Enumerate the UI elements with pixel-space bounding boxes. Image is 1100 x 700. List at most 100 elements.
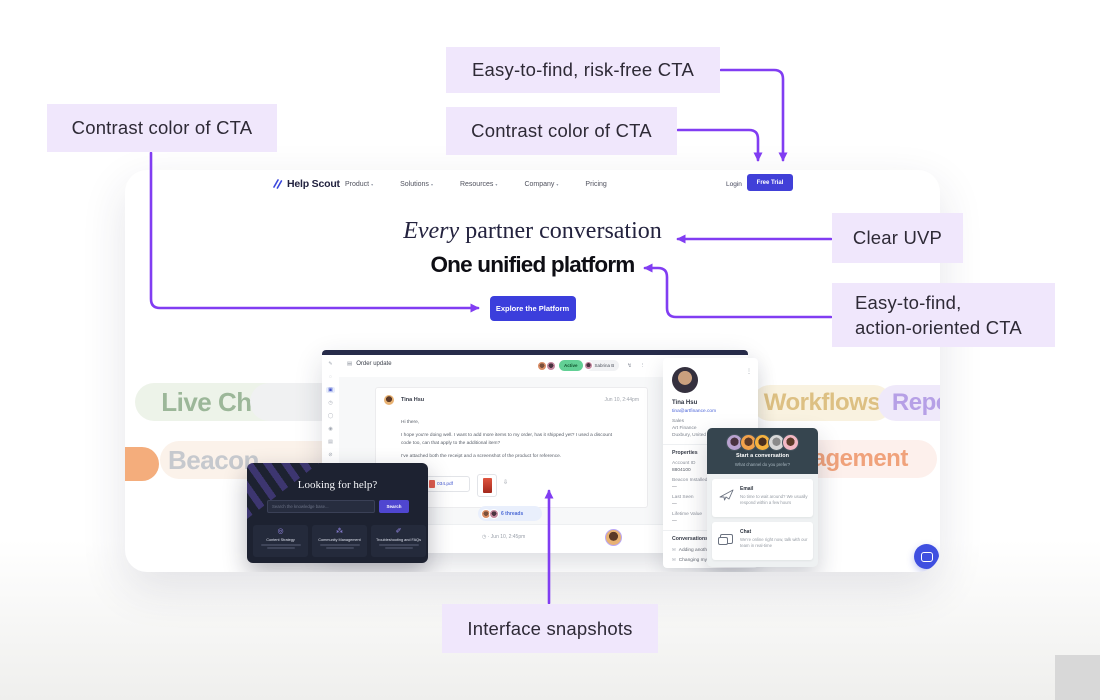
annotation-risk-free-cta: Easy-to-find, risk-free CTA: [446, 47, 720, 93]
conversation-item[interactable]: ✉ Adding another s…: [672, 547, 720, 553]
contacts-icon[interactable]: ◉: [328, 426, 333, 432]
placeholder-text-line: [319, 544, 360, 546]
helpscout-page: Help Scout Product▾ Solutions▾ Resources…: [125, 170, 940, 572]
property-label: Lifetime Value: [672, 512, 703, 517]
property-label: Beacon Installed: [672, 478, 708, 483]
circle-icon[interactable]: ◯: [327, 413, 334, 419]
nav-resources[interactable]: Resources▾: [459, 181, 498, 188]
reply-timestamp: ◷ · Jun 10, 2:45pm: [482, 534, 526, 540]
chat-bubble-icon: [920, 551, 933, 562]
placeholder-text-line: [325, 547, 354, 549]
pdf-attachment[interactable]: 034.pdf: [426, 476, 470, 492]
conversations-header: Conversations: [672, 536, 709, 542]
kebab-icon[interactable]: ⋮: [639, 362, 646, 369]
chat-bubbles-icon: [718, 534, 733, 545]
toolbar-cluster: Active Sabrina B ↯ ⋮: [537, 360, 645, 371]
annotation-action-cta: Easy-to-find, action-oriented CTA: [832, 283, 1055, 347]
brand-name: Help Scout: [287, 178, 340, 190]
nav-pricing[interactable]: Pricing: [585, 181, 607, 188]
beacon-launcher-button[interactable]: [914, 544, 939, 569]
help-card-troubleshooting[interactable]: ✐ Troubleshooting and FAQs: [371, 525, 426, 557]
help-category-cards: ◎ Content Strategy ⁂ Community Managemen…: [253, 525, 426, 557]
avatar: [605, 529, 622, 546]
conversation-title: ▤ Order update: [347, 361, 392, 367]
beacon-chat-widget: Start a conversation What channel do you…: [707, 428, 818, 567]
arrow-contrast-cta-top: [676, 128, 763, 162]
chat-channel-option[interactable]: Chat We're online right now, talk with o…: [712, 522, 813, 560]
crop-artifact: [1055, 655, 1100, 700]
avatar: [672, 367, 698, 393]
target-icon: ◎: [277, 528, 284, 535]
chevron-down-icon: ▾: [495, 182, 498, 187]
explore-platform-button[interactable]: Explore the Platform: [489, 296, 576, 321]
avatar: [384, 395, 394, 405]
conversation-item[interactable]: ✉ Changing my deli…: [672, 557, 721, 563]
helpscout-logo-icon: [273, 179, 283, 189]
annotation-clear-uvp: Clear UVP: [832, 213, 963, 263]
customer-email[interactable]: tina@artfinance.com: [672, 409, 717, 414]
pdf-icon: [429, 480, 435, 488]
clock-icon[interactable]: ◷: [328, 400, 333, 406]
arrow-risk-free-cta: [719, 68, 788, 162]
lightning-icon[interactable]: ↯: [627, 362, 632, 369]
inbox-icon[interactable]: ▣: [326, 387, 335, 393]
customer-role: Sales: [672, 419, 684, 424]
help-search-button[interactable]: Search: [379, 500, 409, 513]
chat-icon[interactable]: ◌: [329, 374, 332, 380]
chat-widget-title: Start a conversation: [736, 453, 789, 459]
main-nav: Product▾ Solutions▾ Resources▾ Company▾ …: [345, 181, 607, 188]
doc-icon: ▤: [347, 361, 353, 367]
property-label: Account ID: [672, 461, 696, 466]
status-badge: Active: [559, 360, 583, 371]
compose-icon[interactable]: ✎: [328, 361, 333, 367]
sender-name: Tina Hsu: [401, 397, 425, 403]
hero-headline-line2: One unified platform: [430, 252, 635, 277]
pill-workflows: Workflows: [752, 385, 892, 421]
annotation-interface-snapshots: Interface snapshots: [442, 604, 658, 653]
spam-icon[interactable]: ⊘: [328, 452, 333, 458]
kebab-icon[interactable]: ⋮: [746, 369, 752, 375]
image-attachment[interactable]: [477, 474, 497, 497]
customer-name: Tina Hsu: [672, 400, 698, 406]
help-card-content-strategy[interactable]: ◎ Content Strategy: [253, 525, 308, 557]
archive-icon[interactable]: ▤: [328, 439, 333, 445]
help-search-input[interactable]: [267, 500, 375, 513]
login-link[interactable]: Login: [726, 181, 742, 188]
envelope-icon: ✉: [672, 557, 676, 562]
avatar: [546, 360, 556, 371]
message-text: Hi there,: [401, 420, 420, 425]
message-text: I've attached both the receipt and a scr…: [401, 454, 562, 459]
threads-badge[interactable]: 6 threads: [478, 506, 542, 521]
free-trial-button[interactable]: Free Trial: [747, 174, 793, 191]
help-card-community-management[interactable]: ⁂ Community Management: [312, 525, 367, 557]
nav-product[interactable]: Product▾: [345, 181, 374, 188]
placeholder-text-line: [266, 547, 295, 549]
nav-company[interactable]: Company▾: [524, 181, 559, 188]
message-text: I hope you're doing well. I want to add …: [401, 433, 613, 438]
assignee-chip[interactable]: Sabrina B: [583, 360, 620, 371]
properties-header: Properties: [672, 450, 698, 456]
download-icon[interactable]: ⇩: [503, 480, 509, 486]
help-panel-title: Looking for help?: [297, 479, 378, 491]
chevron-down-icon: ▾: [371, 182, 374, 187]
envelope-icon: ✉: [672, 547, 676, 552]
placeholder-text-line: [260, 544, 301, 546]
team-avatars: [707, 434, 818, 451]
property-value: —: [672, 485, 677, 490]
customer-location: Duxbury, United States: [672, 433, 721, 438]
helpscout-logo[interactable]: Help Scout: [273, 178, 340, 190]
annotation-contrast-cta-top: Contrast color of CTA: [446, 107, 677, 155]
nav-solutions[interactable]: Solutions▾: [400, 181, 433, 188]
placeholder-text-line: [378, 544, 419, 546]
community-icon: ⁂: [336, 528, 343, 535]
email-channel-option[interactable]: Email No time to wait around? We usually…: [712, 479, 813, 517]
help-search-bar: Search: [267, 500, 409, 513]
property-value: —: [672, 502, 677, 507]
property-value: 8804100: [672, 468, 691, 473]
docs-help-panel: Looking for help? Search ◎ Content Strat…: [247, 463, 428, 563]
message-text: code too, can that apply to the addition…: [401, 441, 501, 446]
inbox-titlebar: [322, 350, 748, 355]
pill-reports: Reports: [878, 385, 940, 421]
placeholder-text-line: [384, 547, 413, 549]
pencil-icon: ✐: [395, 528, 402, 535]
